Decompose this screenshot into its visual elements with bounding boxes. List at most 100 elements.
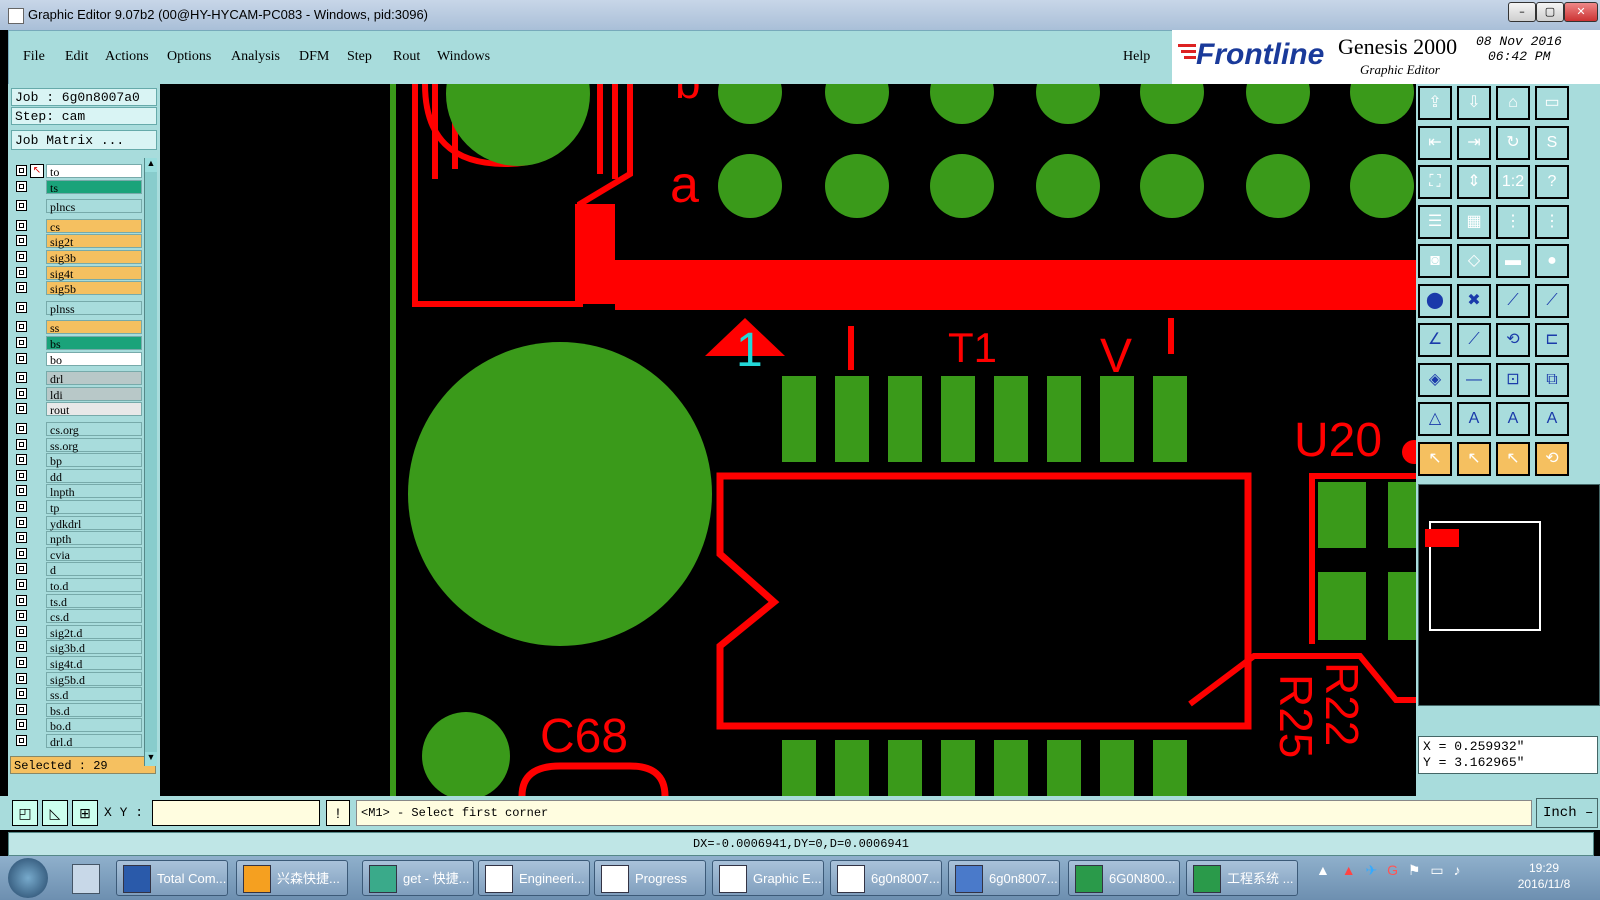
copy-icon[interactable]: ⧉ — [1535, 362, 1569, 397]
menu-edit[interactable]: Edit — [65, 49, 89, 64]
layer-checkbox[interactable] — [16, 438, 27, 450]
layer-row[interactable]: cvia — [16, 546, 142, 562]
select-2-icon[interactable]: ↖ — [1496, 441, 1530, 476]
layer-checkbox[interactable] — [16, 165, 27, 176]
layer-name[interactable]: bp — [46, 453, 142, 468]
move-tool-icon[interactable]: ↻ — [1496, 125, 1530, 160]
layer-row[interactable]: rout — [16, 402, 142, 417]
layer-row[interactable]: lnpth — [16, 484, 142, 499]
feature-out-icon[interactable]: ⇥ — [1457, 125, 1491, 160]
tray-cloud-icon[interactable]: ✈ — [1365, 862, 1378, 878]
layer-row[interactable]: dd — [16, 468, 142, 484]
draw-rect-icon[interactable]: ◰ — [12, 800, 38, 826]
layer-name[interactable]: sig3b — [46, 250, 142, 265]
layer-name[interactable]: drl.d — [46, 734, 142, 748]
ratio-1-2-icon[interactable]: 1:2 — [1496, 165, 1530, 199]
layer-row[interactable]: sig5b.d — [16, 671, 142, 687]
layer-checkbox[interactable] — [16, 563, 27, 575]
layer-name[interactable]: sig5b.d — [46, 671, 142, 687]
layer-checkbox[interactable] — [16, 501, 27, 512]
menu-analysis[interactable]: Analysis — [231, 49, 280, 64]
a-shape-2-icon[interactable]: A — [1496, 402, 1530, 436]
layer-checkbox[interactable] — [16, 180, 27, 192]
layer-name[interactable]: ldi — [46, 386, 142, 402]
layer-checkbox[interactable] — [16, 735, 27, 746]
circle-icon[interactable]: ● — [1535, 244, 1569, 278]
layer-row[interactable]: npth — [16, 531, 142, 546]
layer-row[interactable]: plncs — [16, 199, 142, 214]
layer-name[interactable]: to — [46, 164, 142, 179]
taskbar-button[interactable]: Progress — [594, 860, 706, 896]
layer-row[interactable]: ydkdrl — [16, 515, 142, 531]
layer-name[interactable]: ss — [46, 320, 142, 335]
layer-name[interactable]: plncs — [46, 199, 142, 214]
pad-tool-2-icon[interactable]: ⋮ — [1535, 204, 1569, 239]
layer-row[interactable]: cs.org — [16, 422, 142, 437]
angle-icon[interactable]: ∠ — [1418, 323, 1452, 357]
a-shape-3-icon[interactable]: A — [1535, 402, 1569, 436]
zoom-fit-icon[interactable]: ⛶ — [1418, 165, 1452, 199]
help-icon[interactable]: ? — [1535, 165, 1569, 199]
layer-name[interactable]: bo — [46, 351, 142, 367]
draw-line-icon[interactable]: ◺ — [42, 800, 68, 826]
layer-checkbox[interactable] — [16, 547, 27, 559]
layer-checkbox[interactable] — [16, 657, 27, 668]
layer-checkbox[interactable] — [16, 251, 27, 262]
layer-name[interactable]: dd — [46, 468, 142, 484]
measure-icon[interactable]: ⊡ — [1496, 362, 1530, 397]
layer-name[interactable]: sig2t — [46, 234, 142, 249]
panel-icon[interactable]: ▭ — [1535, 86, 1569, 120]
minimize-button[interactable]: – — [1508, 2, 1536, 22]
layer-checkbox[interactable] — [16, 610, 27, 622]
layer-row[interactable]: sig2t — [16, 234, 142, 249]
tray-arrow-icon[interactable]: ▲ — [1316, 862, 1330, 878]
layer-name[interactable]: drl — [46, 371, 142, 386]
home-icon[interactable]: ⌂ — [1496, 86, 1530, 120]
layer-name[interactable]: to.d — [46, 578, 142, 593]
layer-name[interactable]: cs — [46, 218, 142, 234]
pointer-icon[interactable]: ↖ — [1418, 441, 1452, 476]
layer-name[interactable]: cs.d — [46, 609, 142, 624]
layer-checkbox[interactable] — [16, 532, 27, 544]
layer-checkbox[interactable] — [16, 423, 27, 434]
route-2-icon[interactable]: ⟋ — [1535, 283, 1569, 318]
layer-row[interactable]: cs — [16, 218, 142, 234]
delete-line-icon[interactable]: ― — [1457, 362, 1491, 397]
draw-line-icon[interactable]: ⟋ — [1457, 323, 1491, 357]
menu-dfm[interactable]: DFM — [299, 49, 330, 64]
taskbar-button[interactable]: 兴森快捷... — [236, 860, 348, 896]
layer-row[interactable]: tp — [16, 500, 142, 515]
connect-icon[interactable]: ⬤ — [1418, 283, 1452, 318]
tray-flag-icon[interactable]: ⚑ — [1407, 862, 1421, 878]
units-selector[interactable]: Inch – — [1536, 798, 1598, 828]
graphic-canvas[interactable]: b a 1 T1 V C68 U20 — [160, 84, 1416, 796]
layer-scrollbar[interactable]: ▲ ▼ — [144, 158, 157, 766]
align-icon[interactable]: ◈ — [1418, 362, 1452, 397]
layer-checkbox[interactable] — [16, 594, 27, 606]
layer-name[interactable]: cvia — [46, 546, 142, 562]
ruler-icon[interactable]: ▬ — [1496, 244, 1530, 278]
layer-checkbox[interactable] — [16, 688, 27, 700]
layer-name[interactable]: bs.d — [46, 702, 142, 718]
menu-file[interactable]: File — [23, 49, 45, 64]
layer-name[interactable]: ts.d — [46, 593, 142, 609]
a-shape-icon[interactable]: A — [1457, 402, 1491, 436]
layer-row[interactable]: d — [16, 562, 142, 577]
menu-step[interactable]: Step — [347, 49, 372, 64]
menu-actions[interactable]: Actions — [105, 49, 149, 64]
layer-checkbox[interactable] — [16, 579, 27, 590]
layer-name[interactable]: npth — [46, 531, 142, 546]
settings-tool-icon[interactable]: ☰ — [1418, 204, 1452, 239]
scroll-down-icon[interactable]: ▼ — [145, 752, 157, 766]
taskbar-button[interactable]: Graphic E... — [712, 860, 824, 896]
layer-row[interactable]: sig2t.d — [16, 624, 142, 640]
layer-up-icon[interactable]: ⇪ — [1418, 86, 1452, 120]
layer-checkbox[interactable] — [16, 672, 27, 684]
layer-row[interactable]: cs.d — [16, 609, 142, 624]
taskbar-button[interactable]: get - 快捷... — [362, 860, 474, 896]
layer-row[interactable]: bo.d — [16, 718, 142, 733]
layer-name[interactable]: sig2t.d — [46, 624, 142, 640]
maximize-button[interactable]: ▢ — [1536, 2, 1564, 22]
layer-row[interactable]: plnss — [16, 300, 142, 316]
select-icon[interactable]: ↖ — [1457, 441, 1491, 476]
